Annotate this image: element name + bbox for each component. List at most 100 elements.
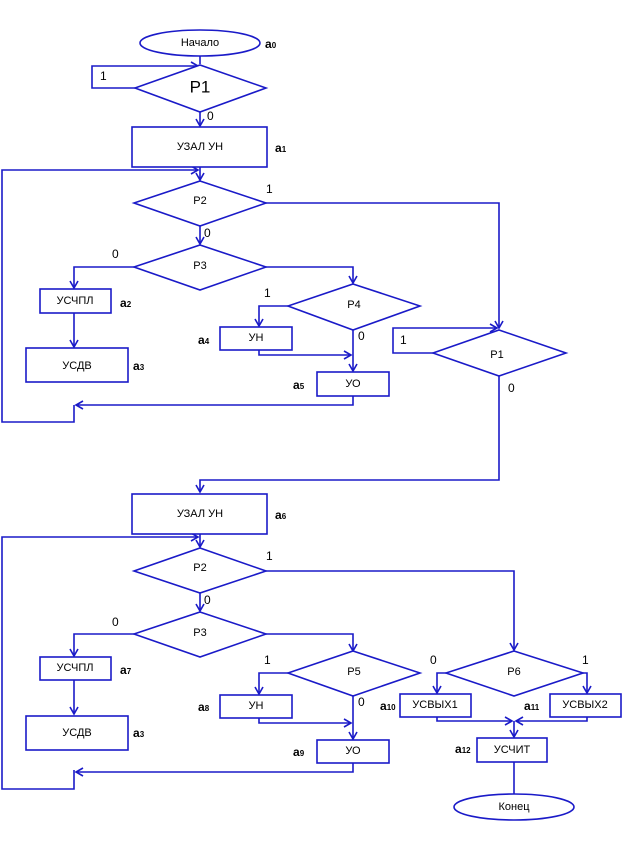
branch-label-p2a-0: 0 — [204, 226, 211, 240]
process-uzal-2[interactable]: УЗАЛ УН — [131, 493, 268, 535]
state-a4: a4 — [198, 333, 210, 347]
state-a5: a5 — [293, 378, 305, 392]
connectors-lower — [1, 532, 592, 795]
branch-label-p1-0: 0 — [207, 109, 214, 123]
connector-p3b-uschpl — [69, 633, 134, 658]
node-label: P2 — [193, 195, 206, 207]
state-a3-bottom: a3 — [133, 726, 145, 740]
connector-p5-un — [254, 672, 288, 696]
node-label: P6 — [507, 666, 520, 678]
branch-label-p6-0: 0 — [430, 653, 437, 667]
branch-label-p1-1: 1 — [100, 69, 107, 83]
connector-p2-p1right — [266, 202, 504, 330]
node-label: УСЧИТ — [494, 744, 531, 756]
connector-p4-un — [254, 305, 288, 328]
state-marks: a0 a1 a2 a3 a4 a5 a6 a7 a3 a8 a9 a10 a11… — [120, 37, 540, 759]
decision-p3-a[interactable]: P3 — [131, 244, 269, 291]
process-uo-a[interactable]: УО — [316, 371, 390, 397]
process-usvyh2[interactable]: УСВЫХ2 — [549, 693, 622, 718]
node-label: P3 — [193, 260, 206, 272]
branch-label-p4-1: 1 — [264, 286, 271, 300]
connector-loop-back-a — [1, 165, 200, 423]
state-a9: a9 — [293, 745, 305, 759]
decision-p1-top[interactable]: P1 — [132, 64, 269, 113]
state-a3-top: a3 — [133, 359, 145, 373]
state-a12: a12 — [455, 742, 471, 756]
branch-label-p2a-1: 1 — [266, 182, 273, 196]
node-label: УЗАЛ УН — [177, 141, 223, 153]
branch-label-p2b-0: 0 — [204, 593, 211, 607]
node-label: УСВЫХ2 — [562, 699, 607, 711]
branch-label-p5-0: 0 — [358, 695, 365, 709]
process-un-b[interactable]: УН — [219, 694, 293, 719]
node-label: P1 — [490, 349, 503, 361]
connector-p6-usvyh2 — [582, 672, 592, 695]
connector-loop-back-b — [1, 532, 200, 790]
connector-p2b-p6 — [266, 570, 519, 652]
node-label: УН — [249, 700, 264, 712]
connector-p3-uschpl — [69, 266, 134, 290]
process-uschpl-b[interactable]: УСЧПЛ — [39, 656, 112, 681]
node-label: P4 — [347, 299, 360, 311]
decision-p5[interactable]: P5 — [285, 650, 423, 697]
branch-label-p1r-0: 0 — [508, 381, 515, 395]
node-label: P5 — [347, 666, 360, 678]
process-usdv-b[interactable]: УСДВ — [25, 715, 129, 751]
decision-p3-b[interactable]: P3 — [131, 611, 269, 658]
connector-un-merge-b — [258, 718, 353, 728]
connector-usvyh1-merge — [436, 716, 514, 726]
connector-uo-back-b — [74, 763, 354, 777]
branch-label-p3b-0: 0 — [112, 615, 119, 629]
node-label: УН — [249, 332, 264, 344]
node-label: P2 — [193, 562, 206, 574]
process-uschit[interactable]: УСЧИТ — [476, 737, 548, 763]
node-label: УСЧПЛ — [56, 662, 93, 674]
connectors-upper — [1, 56, 504, 494]
node-label: Начало — [181, 37, 219, 49]
state-a6: a6 — [275, 508, 287, 522]
node-label: УСЧПЛ — [56, 295, 93, 307]
branch-label-p4-0: 0 — [358, 329, 365, 343]
node-label: P3 — [193, 627, 206, 639]
node-label: УСДВ — [62, 360, 91, 372]
branch-label-p6-1: 1 — [582, 653, 589, 667]
connector-p6-usvyh1 — [432, 672, 446, 695]
branch-label-p5-1: 1 — [264, 653, 271, 667]
state-a7: a7 — [120, 663, 132, 677]
node-label: УСВЫХ1 — [412, 699, 457, 711]
state-a11: a11 — [524, 699, 540, 713]
node-label: Конец — [498, 801, 530, 813]
decision-p4[interactable]: P4 — [285, 283, 423, 331]
process-usvyh1[interactable]: УСВЫХ1 — [399, 693, 472, 718]
state-a2: a2 — [120, 296, 132, 310]
state-a1: a1 — [275, 141, 287, 155]
branch-label-p3a-0: 0 — [112, 247, 119, 261]
node-label: УО — [345, 745, 361, 757]
process-uzal-1[interactable]: УЗАЛ УН — [131, 126, 268, 168]
node-label: УСДВ — [62, 727, 91, 739]
decision-p1-right[interactable]: P1 — [430, 329, 569, 377]
process-usdv-a[interactable]: УСДВ — [25, 347, 129, 383]
state-a8: a8 — [198, 700, 210, 714]
branch-labels: 1 0 1 0 0 1 0 1 0 1 0 0 1 0 0 1 — [100, 69, 589, 709]
branch-label-p2b-1: 1 — [266, 549, 273, 563]
connector-p1right-loop — [392, 323, 499, 354]
node-start[interactable]: Начало — [139, 29, 261, 57]
connector-p3b-p5 — [266, 633, 358, 653]
decision-p2-a[interactable]: P2 — [131, 180, 269, 227]
state-a10: a10 — [380, 699, 396, 713]
node-end[interactable]: Конец — [453, 793, 575, 821]
connector-usvyh2-merge — [514, 716, 588, 726]
process-uschpl-a[interactable]: УСЧПЛ — [39, 288, 112, 314]
connector-un-merge — [258, 350, 353, 360]
connector-uo-back — [74, 396, 354, 410]
branch-label-p1r-1: 1 — [400, 333, 407, 347]
process-uo-b[interactable]: УО — [316, 739, 390, 764]
decision-p2-b[interactable]: P2 — [131, 547, 269, 594]
decision-p6[interactable]: P6 — [443, 650, 586, 697]
node-label: УО — [345, 378, 361, 390]
connector-p1right-uzal2 — [195, 376, 500, 494]
connector-p1-loop — [91, 61, 200, 89]
process-un-a[interactable]: УН — [219, 326, 293, 351]
